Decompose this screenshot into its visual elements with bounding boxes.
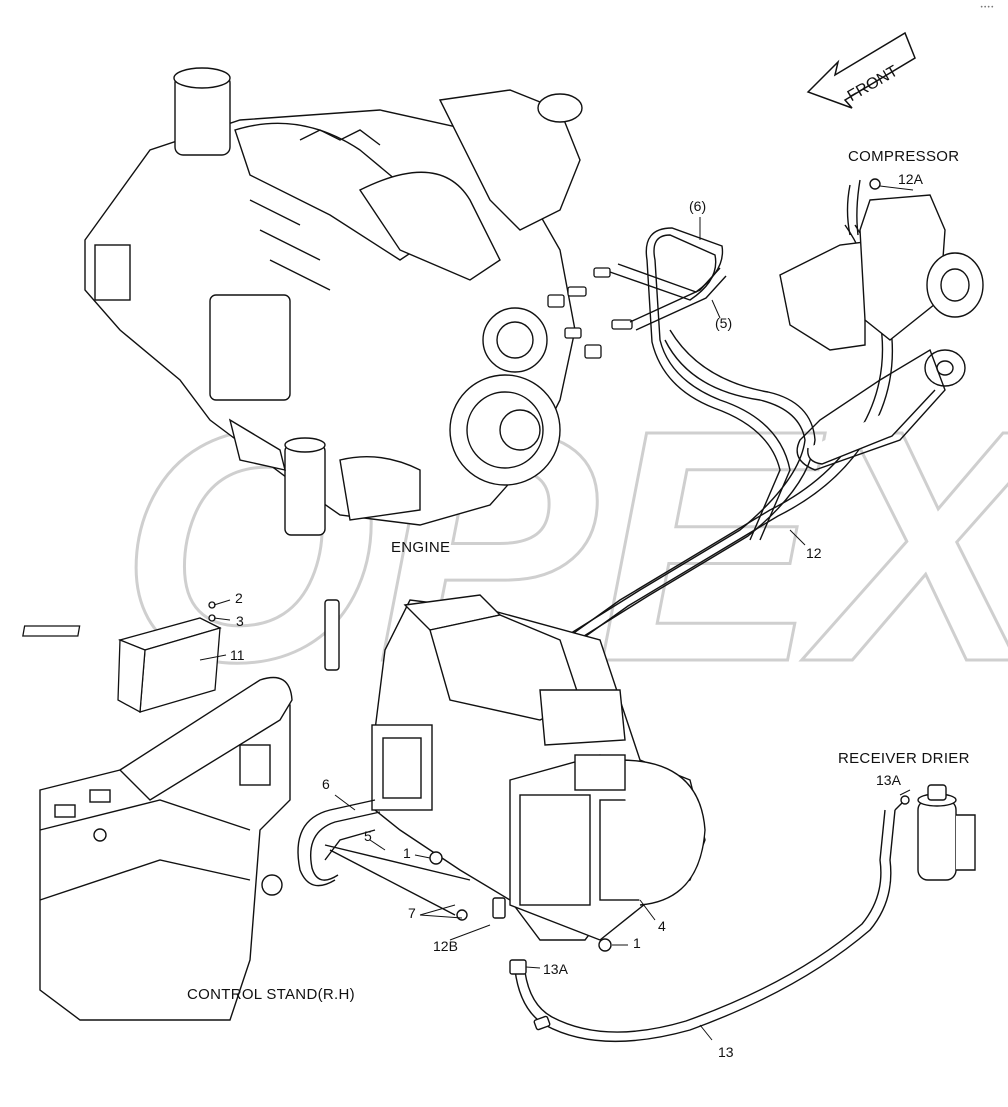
callout-1-left: 1: [403, 845, 411, 861]
callout-13a-bottom: 13A: [543, 961, 568, 977]
callout-3: 3: [236, 613, 244, 629]
callout-12: 12: [806, 545, 822, 561]
callout-5-parenthesized: (5): [715, 315, 733, 331]
callout-12a-top: 12A: [898, 171, 923, 187]
control-stand-label: CONTROL STAND(R.H): [187, 986, 355, 1003]
control-stand-drawing: [39, 676, 293, 1021]
engine-drawing: [84, 67, 583, 671]
hoses-5-6-lower: [297, 799, 471, 916]
callout-1-right: 1: [633, 935, 641, 951]
callout-5: 5: [364, 828, 372, 844]
receiver-drier-drawing: [900, 784, 976, 881]
callout-2: 2: [235, 590, 243, 606]
callout-6-parenthesized: (6): [689, 198, 707, 214]
receiver-drier-label: RECEIVER DRIER: [838, 750, 970, 767]
ac-unit-drawing: [371, 594, 706, 952]
leader-lines: [199, 185, 914, 1041]
monitor-unit: [22, 601, 222, 714]
callout-7: 7: [408, 905, 416, 921]
callout-13a-right: 13A: [876, 772, 901, 788]
callout-6: 6: [322, 776, 330, 792]
callout-13: 13: [718, 1044, 734, 1060]
hoses-5-6: [609, 227, 791, 541]
compressor-drawing: [779, 178, 984, 471]
callout-11: 11: [230, 647, 245, 663]
hose-fittings: [547, 267, 633, 359]
callout-12b: 12B: [433, 938, 458, 954]
callout-4: 4: [658, 918, 666, 934]
engine-label: ENGINE: [391, 539, 451, 556]
corner-mark: ••••: [979, 4, 994, 11]
compressor-label: COMPRESSOR: [848, 148, 960, 165]
front-arrow-icon: FRONT: [806, 31, 916, 109]
